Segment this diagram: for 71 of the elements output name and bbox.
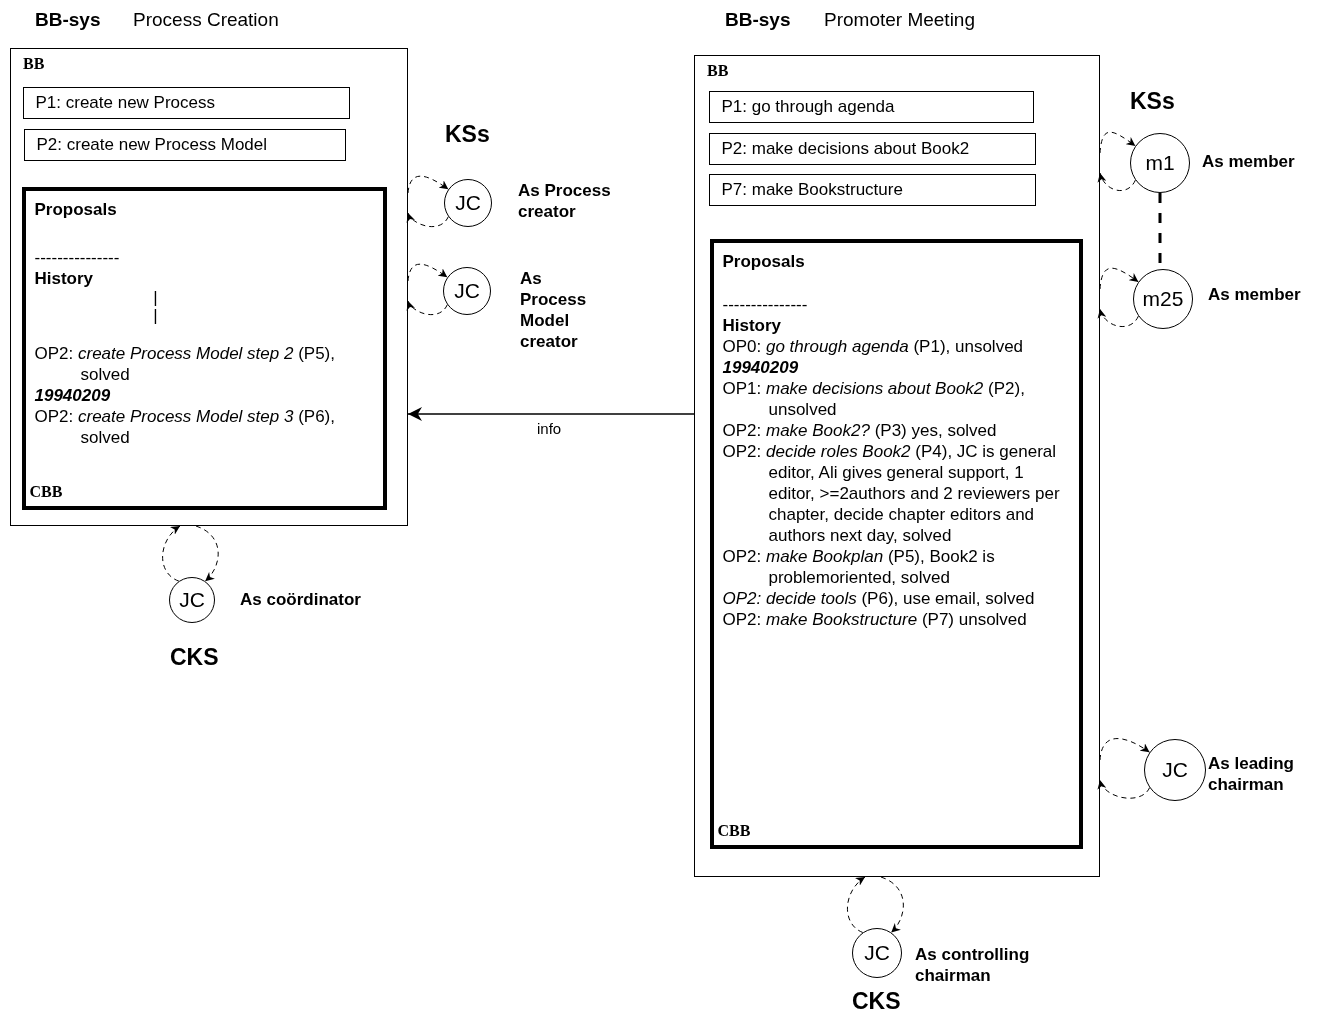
heading: Promoter Meeting [824, 9, 975, 31]
group-label: CKS [852, 988, 901, 1014]
agent-label: JC [455, 191, 481, 215]
dashed-loop-arrow [1098, 779, 1151, 799]
agent-label: JC [454, 279, 480, 303]
agent-label: JC [1162, 758, 1188, 782]
history-entry: OP2: make Bookplan (P5), Book2 is problemoriented, solved [722, 545, 996, 588]
section-heading: History [722, 314, 783, 336]
system-name: BB-sys [725, 9, 791, 31]
dashed-loop-arrow [407, 175, 449, 194]
dashed-loop-arrow [195, 525, 219, 582]
agent-label: m1 [1145, 151, 1175, 175]
role-label: As controlling chairman [915, 944, 1031, 986]
corner-label: CBB [29, 481, 63, 502]
proposal-box [708, 90, 1034, 123]
dashed-loop-arrow [407, 263, 448, 282]
date-text: 19940209 [34, 384, 112, 406]
dashed-loop-arrow [1099, 131, 1136, 154]
proposal-text: P7: make Bookstructure [721, 179, 903, 199]
history-entry: OP2: make Book2? (P3) yes, solved [722, 419, 998, 441]
history-entry: OP2: create Process Model step 2 (P5), solved [34, 342, 336, 385]
history-panel [709, 238, 1083, 849]
agent-label: m25 [1142, 287, 1184, 311]
agent-label: JC [179, 588, 205, 612]
proposal-text: P1: go through agenda [721, 96, 895, 116]
dashed-loop-arrow [1098, 172, 1136, 192]
role-label: As coördinator [240, 589, 362, 610]
agent-label: JC [864, 941, 890, 965]
group-label: CKS [170, 644, 219, 671]
divider-text: --------------- [34, 246, 121, 268]
dashed-loop-arrow [1099, 738, 1151, 761]
dashed-loop-arrow [1098, 308, 1139, 328]
proposal-text: P1: create new Process [35, 92, 216, 112]
role-label: As leading chairman [1208, 753, 1295, 795]
section-heading: History [34, 267, 95, 289]
corner-label: BB [23, 55, 45, 73]
section-heading: Proposals [722, 250, 806, 272]
group-label: KSs [445, 121, 490, 148]
corner-label: CBB [717, 820, 751, 841]
history-entry: OP2: create Process Model step 3 (P6), solved [34, 405, 336, 448]
ellipsis-marks: | | [152, 288, 159, 325]
section-heading: Proposals [34, 198, 118, 220]
divider-text: --------------- [722, 293, 809, 315]
role-label: As member [1202, 151, 1296, 172]
dashed-loop-arrow [407, 212, 449, 228]
edge-label: info [537, 420, 562, 437]
proposal-box [708, 173, 1036, 206]
arrow [407, 407, 695, 421]
role-label: As Process Model creator [520, 268, 588, 352]
dashed-loop-arrow [846, 876, 866, 933]
system-name: BB-sys [35, 9, 101, 31]
proposal-box [22, 86, 350, 119]
group-label: KSs [1130, 88, 1175, 115]
heading: Process Creation [133, 9, 279, 31]
dashed-loop-arrow [162, 525, 181, 582]
history-panel [21, 186, 387, 510]
dashed-loop-arrow [1099, 267, 1139, 290]
corner-label: BB [707, 62, 729, 80]
proposal-box [708, 132, 1036, 165]
history-entry: OP2: decide tools (P6), use email, solved [722, 587, 1036, 609]
date-text: 19940209 [722, 356, 800, 378]
role-label: As member [1208, 284, 1302, 305]
dashed-loop-arrow [407, 300, 448, 316]
role-label: As Process creator [518, 180, 612, 222]
proposal-box [23, 128, 346, 161]
proposal-text: P2: create new Process Model [36, 134, 268, 154]
agent-circle [852, 928, 902, 978]
history-entry: OP0: go through agenda (P1), unsolved [722, 335, 1025, 357]
dashed-loop-arrow [880, 876, 904, 933]
history-entry: OP2: make Bookstructure (P7) unsolved [722, 608, 1028, 630]
proposal-text: P2: make decisions about Book2 [721, 138, 970, 158]
